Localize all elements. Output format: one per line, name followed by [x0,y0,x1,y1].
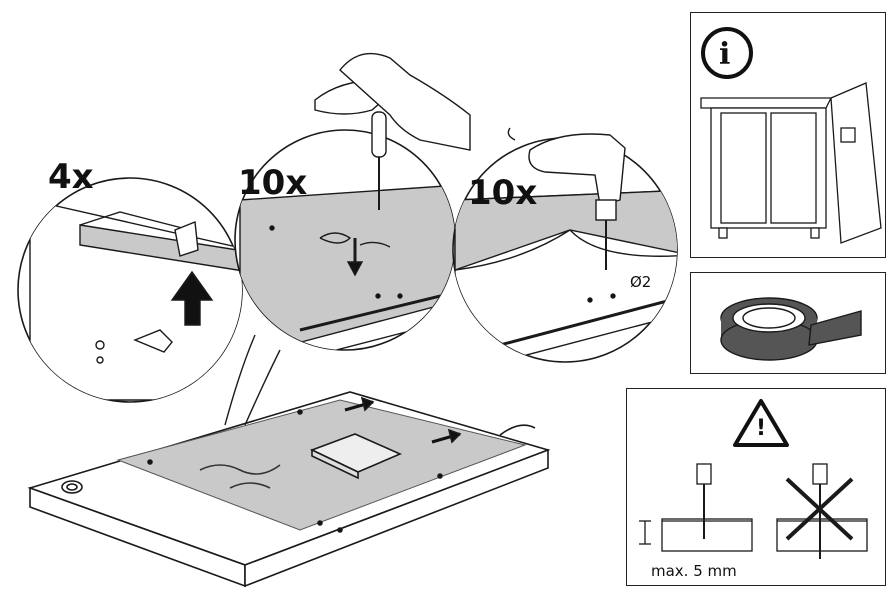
screwdriver-icon [314,52,471,210]
arrow-up-icon [170,270,214,326]
tape-roll-icon [720,297,862,361]
callout-circle-10x-drill [452,137,678,363]
step-count-4x: 4x [48,157,94,197]
info-icon [701,27,753,79]
info-panel: i [690,12,886,258]
drill-icon [507,127,626,270]
callout-circle-10x-screw [234,129,456,351]
callout-circle-4x [17,177,243,403]
step-count-10x-drill: 10x [468,173,538,213]
depth-note: max. 5 mm [651,562,737,580]
info-symbol: i [719,37,731,72]
tape-panel [690,272,886,374]
cross-out-icon [785,477,854,541]
warning-panel: ! max. 5 mm [626,388,886,586]
step-count-10x-screw: 10x [238,163,308,203]
warning-symbol: ! [756,416,767,441]
cabinet-illustration [700,82,882,244]
worktop-board [27,391,551,588]
depth-diagram [639,463,868,559]
drill-diameter-label: Ø2 [630,273,652,291]
warning-icon [733,399,789,447]
